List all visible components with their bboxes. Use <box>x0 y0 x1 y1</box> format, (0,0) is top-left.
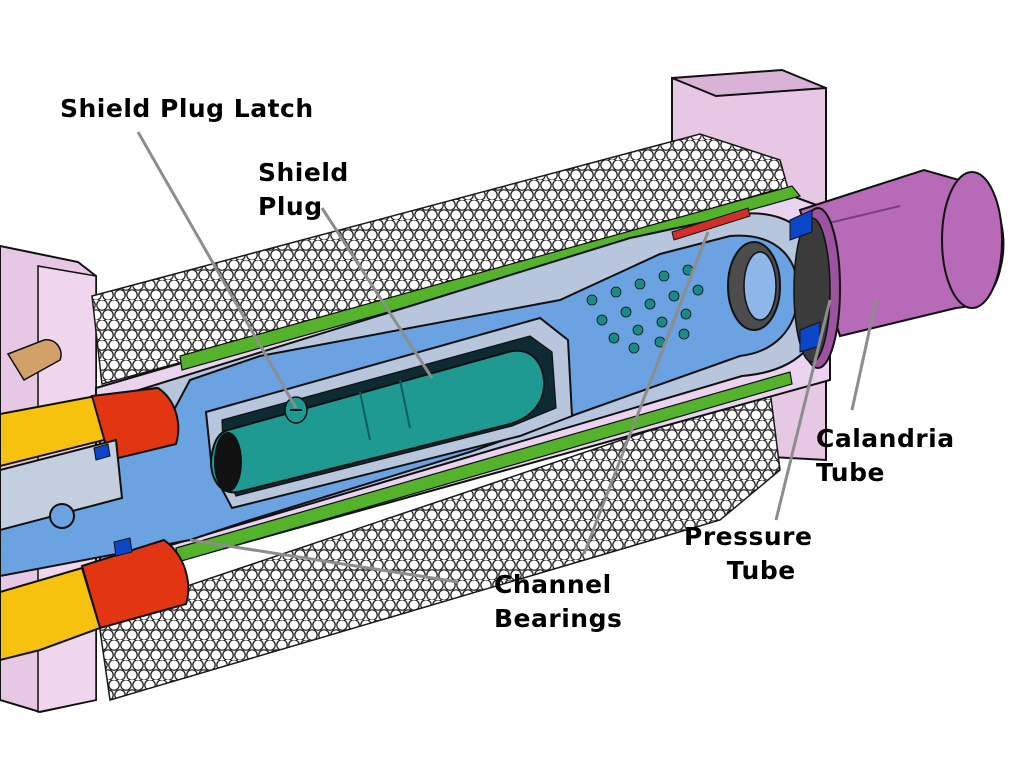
end-fitting-assembly <box>0 339 190 662</box>
label-calandria-tube: Calandria Tube <box>816 424 955 487</box>
leader-calandria-tube <box>850 299 878 411</box>
green-liner-upper <box>179 185 802 371</box>
label-pressure-tube: Pressure Tube <box>684 522 813 585</box>
label-channel-bearings: Channel Bearings <box>494 570 623 633</box>
leader-shield-plug-latch <box>136 131 298 409</box>
label-shield-plug: Shield Plug <box>258 158 349 221</box>
upper-shielding-balls <box>91 133 791 385</box>
leader-bearing-1 <box>189 538 459 584</box>
calandria-tube-end <box>671 168 1005 369</box>
leader-pressure-tube <box>774 299 832 521</box>
shield-plug <box>210 349 546 494</box>
perforated-liner <box>586 241 781 354</box>
channel-bearing-lower <box>80 538 190 630</box>
leader-lines <box>136 131 878 584</box>
label-shield-plug-latch: Shield Plug Latch <box>60 94 314 123</box>
leader-bearing-2 <box>582 231 710 555</box>
leader-shield-plug <box>320 207 434 379</box>
